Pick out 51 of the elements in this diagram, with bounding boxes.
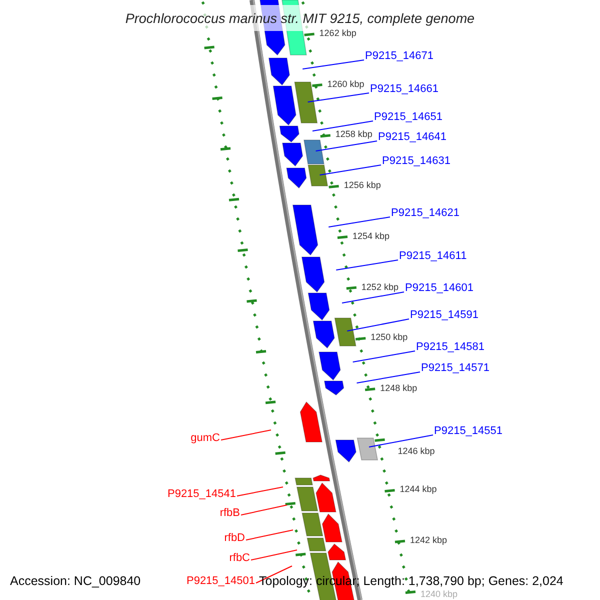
position-tick-label: 1252 kbp xyxy=(361,282,398,292)
gene-label: rfbC xyxy=(229,552,250,565)
leader-line xyxy=(220,430,272,440)
leader-line xyxy=(240,504,288,516)
leader-line xyxy=(352,350,416,362)
gene-label: gumC xyxy=(190,432,220,445)
position-tick-label: 1262 kbp xyxy=(319,28,356,38)
gene-label: P9215_14641 xyxy=(378,131,447,144)
gene-label: P9215_14671 xyxy=(365,50,434,63)
position-tick-label: 1240 kbp xyxy=(420,589,458,599)
gene-label: P9215_14661 xyxy=(370,83,439,96)
leader-line xyxy=(336,260,398,270)
diagram-title: Prochlorococcus marinus str. MIT 9215, complete genome xyxy=(124,10,476,28)
gene-label: rfbD xyxy=(224,532,245,545)
gene-label: P9215_14501 xyxy=(186,575,255,588)
leader-line xyxy=(302,60,364,70)
gene-label: P9215_14651 xyxy=(374,111,443,124)
leader-line xyxy=(328,216,390,228)
gene-label: P9215_14631 xyxy=(382,155,451,168)
gene-label: P9215_14551 xyxy=(434,425,503,438)
gene-label: P9215_14541 xyxy=(167,488,236,501)
position-tick-label: 1248 kbp xyxy=(380,382,418,393)
gene-label: P9215_14621 xyxy=(391,207,460,220)
gene-label: P9215_14591 xyxy=(410,309,479,322)
position-tick-label: 1244 kbp xyxy=(400,484,437,494)
position-tick-label: 1242 kbp xyxy=(410,535,448,545)
position-tick-label: 1260 kbp xyxy=(327,78,364,89)
position-tick-label: 1258 kbp xyxy=(335,129,372,140)
position-tick-label: 1256 kbp xyxy=(344,180,381,190)
leader-line xyxy=(342,292,404,304)
leader-line xyxy=(356,372,420,384)
leader-line xyxy=(236,486,284,496)
leader-line xyxy=(319,164,382,176)
leader-line xyxy=(368,434,434,448)
leader-line xyxy=(246,530,294,540)
leader-line xyxy=(315,140,378,152)
genome-info-text: Topology: circular; Length: 1,738,790 bp; Genes: 2,024 xyxy=(259,575,564,587)
position-tick-label: 1254 kbp xyxy=(352,230,390,241)
gene-label: P9215_14571 xyxy=(421,362,490,375)
leader-line xyxy=(346,318,410,332)
gene-label: P9215_14611 xyxy=(399,250,467,263)
gene-label: rfbB xyxy=(220,507,240,520)
leader-line xyxy=(307,92,370,102)
gene-label: P9215_14581 xyxy=(416,341,485,354)
leader-line xyxy=(312,120,374,132)
gene-label: P9215_14601 xyxy=(405,282,474,295)
position-tick-label: 1246 kbp xyxy=(398,446,435,456)
accession-text: Accession: NC_009840 xyxy=(10,575,141,587)
leader-line xyxy=(250,550,298,560)
position-tick-label: 1250 kbp xyxy=(370,332,408,342)
leader-line xyxy=(256,566,292,584)
